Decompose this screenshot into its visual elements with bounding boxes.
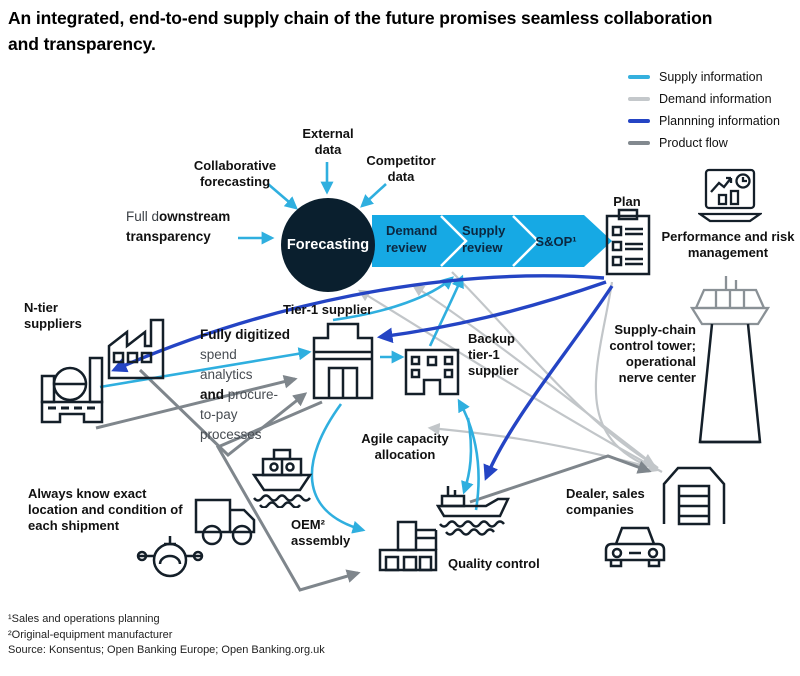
external-data-label: External data: [302, 126, 354, 158]
legend-item-demand: Demand information: [628, 88, 780, 110]
container-ship-icon: [436, 486, 510, 536]
legend-item-supply: Supply information: [628, 66, 780, 88]
cargo-ship-icon: [251, 448, 313, 508]
footnote-2: ²Original-equipment manufacturer: [8, 628, 173, 641]
shipment-tracking-label: Always know exact location and condition…: [28, 486, 183, 534]
plan-clipboard-icon: [605, 208, 651, 276]
collaborative-forecasting-label: Collaborative forecasting: [193, 158, 277, 190]
factory-icon: [107, 318, 165, 380]
control-tower-label: Supply-chain control tower; operational …: [609, 322, 696, 386]
stage-demand-review: Demand review: [386, 223, 438, 255]
product-flow-swatch: [628, 141, 650, 145]
agile-capacity-label: Agile capacity allocation: [361, 431, 449, 463]
stage-sop: S&OP¹: [535, 234, 577, 249]
quality-control-label: Quality control: [448, 556, 540, 571]
legend-item-product: Product flow: [628, 132, 780, 154]
performance-label: Performance and risk management: [661, 229, 795, 261]
source-line: Source: Konsentus; Open Banking Europe; …: [8, 644, 325, 657]
dealer-label: Dealer, sales companies: [566, 486, 645, 518]
tier1-supplier-label: Tier-1 supplier: [283, 302, 373, 317]
stage-supply-review: Supply review: [462, 223, 506, 255]
footnotes: ¹Sales and operations planning ²Original…: [8, 612, 325, 659]
ntier-suppliers-label: N-tier suppliers: [24, 300, 82, 332]
legend: Supply information Demand information Pl…: [628, 66, 780, 154]
forecasting-label: Forecasting: [286, 237, 370, 253]
competitor-data-label: Competitor data: [366, 153, 436, 185]
supply-line-swatch: [628, 75, 650, 79]
downstream-transparency-label: Full downstream transparency: [126, 209, 231, 244]
backup-supplier-label: Backup tier-1 supplier: [468, 331, 519, 379]
car-icon: [604, 526, 666, 568]
plan-label: Plan: [613, 194, 641, 209]
forecasting-node: Forecasting: [281, 198, 375, 292]
refinery-icon: [40, 356, 104, 424]
control-tower-icon: [689, 276, 771, 444]
office-building-icon: [404, 348, 460, 396]
warehouse-store-icon: [312, 322, 374, 400]
dealer-garage-icon: [662, 466, 726, 526]
oem-assembly-label: OEM² assembly: [291, 517, 351, 549]
planning-line-swatch: [628, 119, 650, 123]
demand-line-swatch: [628, 97, 650, 101]
legend-item-planning: Plannning information: [628, 110, 780, 132]
airplane-icon: [136, 536, 204, 578]
page-title: An integrated, end-to-end supply chain o…: [8, 8, 713, 55]
performance-laptop-icon: [698, 168, 762, 223]
digitized-procure-label: Fully digitized spend analytics and proc…: [200, 327, 290, 442]
assembly-plant-icon: [378, 520, 438, 572]
footnote-1: ¹Sales and operations planning: [8, 613, 160, 625]
